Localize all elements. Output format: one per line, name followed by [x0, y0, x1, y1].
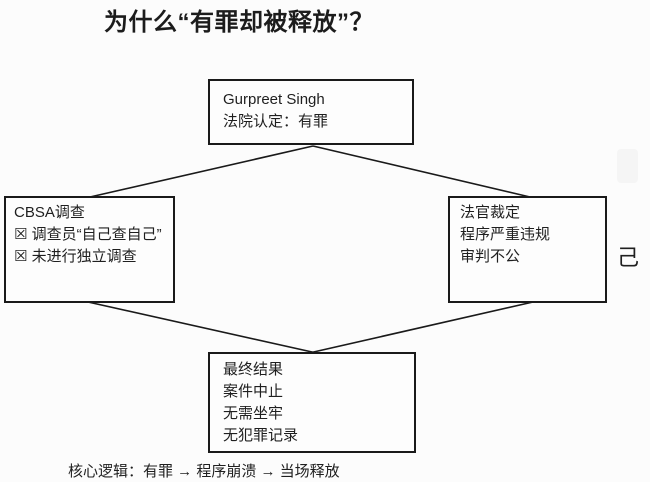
- node-line-judge-title: 法官裁定: [460, 204, 521, 221]
- node-court-verdict: Gurpreet Singh 法院认定：有罪: [208, 79, 414, 145]
- node-final-result: 最终结果 案件中止 无需坐牢 无犯罪记录: [208, 352, 416, 453]
- node-line-case-stayed: 案件中止: [223, 383, 284, 400]
- clipped-stray-character: 己: [617, 245, 640, 270]
- faint-edge-artifact: [617, 149, 638, 183]
- node-line-unfair-trial: 审判不公: [460, 248, 521, 265]
- connector-verdict-to-cbsa: [89, 145, 314, 198]
- core-logic-caption: 核心逻辑：有罪 → 程序崩溃 → 当场释放: [68, 463, 340, 480]
- node-line-no-independent: ☒ 未进行独立调查: [14, 248, 137, 265]
- node-line-no-record: 无犯罪记录: [223, 427, 299, 444]
- connector-judge-to-result: [295, 301, 534, 357]
- node-line-no-jail: 无需坐牢: [223, 405, 284, 422]
- node-line-result-title: 最终结果: [223, 361, 284, 378]
- node-line-court-ruling: 法院认定：有罪: [223, 113, 329, 130]
- node-judge-ruling: 法官裁定 程序严重违规 审判不公: [448, 196, 607, 303]
- node-line-cbsa-title: CBSA调查: [14, 204, 85, 221]
- node-line-self-investigate: ☒ 调查员“自己查自己”: [14, 226, 162, 243]
- diagram-title: 为什么“有罪却被释放”？: [104, 9, 374, 36]
- connector-verdict-to-judge: [312, 145, 531, 198]
- node-cbsa-investigation: CBSA调查 ☒ 调查员“自己查自己” ☒ 未进行独立调查: [4, 196, 175, 303]
- connector-cbsa-to-result: [87, 301, 331, 357]
- node-line-procedure-violation: 程序严重违规: [460, 226, 551, 243]
- node-line-person-name: Gurpreet Singh: [223, 91, 325, 108]
